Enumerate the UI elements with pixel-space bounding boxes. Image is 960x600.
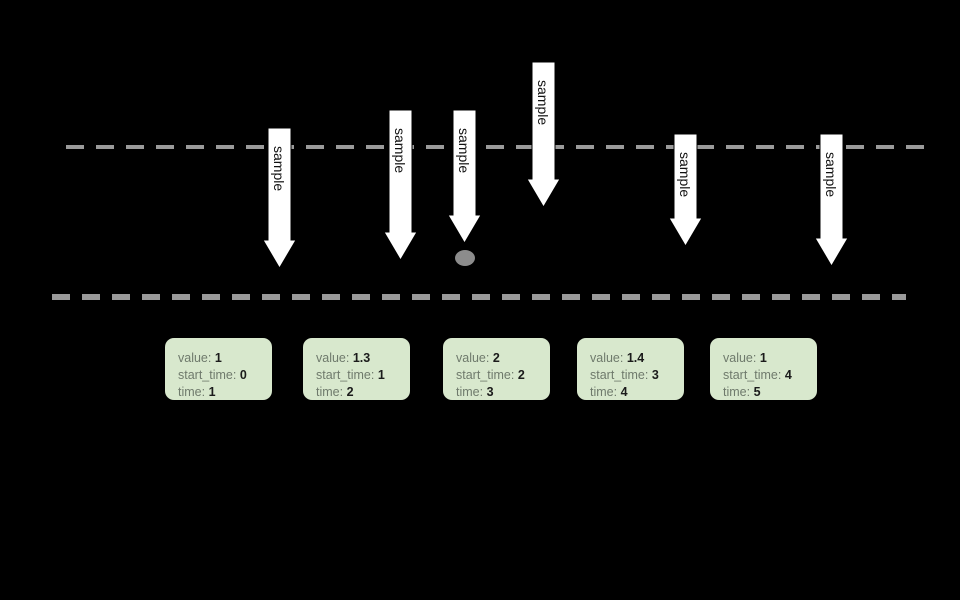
record-field-key: time: [456,385,487,399]
record-field-key: time: [723,385,754,399]
record-field: time: 1 [178,384,259,401]
record-field-key: value: [178,351,215,365]
record-field-value: 1 [214,351,222,365]
arrow-shape-icon [262,127,297,269]
record-field-value: 3 [486,385,494,399]
event-dot [455,250,475,266]
record-field: start_time: 2 [456,367,537,384]
record-field: time: 2 [316,384,397,401]
record-field-key: value: [723,351,760,365]
sample-arrow: sample [262,127,297,269]
record-field-key: value: [590,351,627,365]
record-field-key: start_time: [316,368,378,382]
record-field-key: start_time: [723,368,785,382]
record-field: time: 3 [456,384,537,401]
sample-arrow: sample [814,133,849,267]
record-field: value: 2 [456,350,537,367]
record-field-key: time: [178,385,209,399]
record-field: start_time: 3 [590,367,671,384]
record-field-value: 1 [759,351,767,365]
record-field-key: start_time: [590,368,652,382]
record-field-value: 2 [346,385,354,399]
arrow-shape-icon [526,61,561,208]
record-field-value: 4 [620,385,628,399]
record-field: start_time: 1 [316,367,397,384]
record-field-value: 1 [208,385,216,399]
record-field-key: value: [316,351,353,365]
record-field-value: 4 [784,368,792,382]
record-field: value: 1 [723,350,804,367]
record-field: value: 1.4 [590,350,671,367]
record-field-value: 0 [239,368,247,382]
record-field-value: 1.3 [352,351,371,365]
arrow-shape-icon [383,109,418,261]
sample-arrow: sample [526,61,561,208]
record-field: time: 5 [723,384,804,401]
record-field-key: value: [456,351,493,365]
arrow-shape-icon [447,109,482,244]
record-field-value: 1 [377,368,385,382]
record-field: value: 1 [178,350,259,367]
sample-arrow: sample [668,133,703,247]
record-field-key: time: [316,385,347,399]
record-field-value: 2 [517,368,525,382]
sample-arrow: sample [447,109,482,244]
record-field-value: 1.4 [626,351,645,365]
lower-dashed-line [52,294,906,300]
record-field-key: time: [590,385,621,399]
record-field: value: 1.3 [316,350,397,367]
record-field-value: 3 [651,368,659,382]
record-field-key: start_time: [456,368,518,382]
arrow-shape-icon [668,133,703,247]
record-field-value: 2 [492,351,500,365]
record-field: time: 4 [590,384,671,401]
upper-dashed-line [66,145,926,149]
sample-arrow: sample [383,109,418,261]
record-field: start_time: 4 [723,367,804,384]
record-field-key: start_time: [178,368,240,382]
record-field-value: 5 [753,385,761,399]
record-field: start_time: 0 [178,367,259,384]
arrow-shape-icon [814,133,849,267]
